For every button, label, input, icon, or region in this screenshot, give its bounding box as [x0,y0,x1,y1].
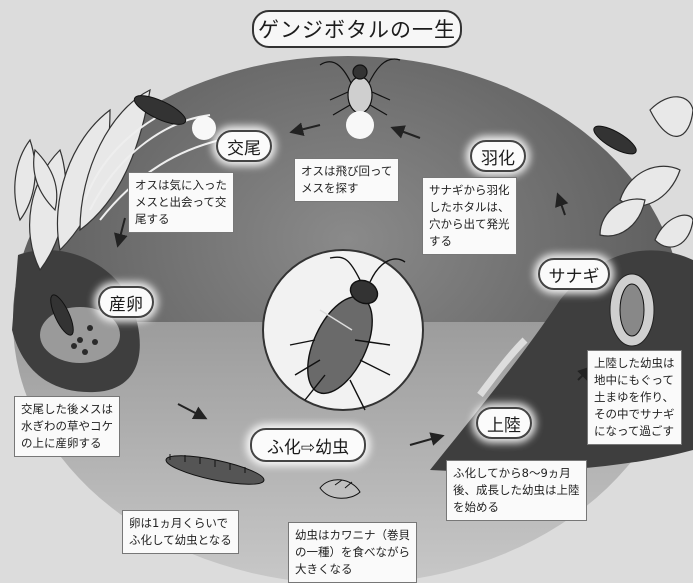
pupa [619,283,645,337]
note-mating: オスは気に入った メスと出会って交 尾する [128,172,234,233]
note-landing: ふ化してから8～9ヵ月 後、成長した幼虫は上陸 を始める [446,460,587,521]
note-line: になって過ごす [594,424,675,438]
note-line: ふ化してから8～9ヵ月 [453,466,571,480]
snail-kawanina [319,479,361,499]
note-line: 土まゆを作り、 [594,390,675,404]
stage-landing-label: 上陸 [476,407,532,439]
stage-egg-laying-label: 産卵 [98,286,154,318]
stage-emergence-label: 羽化 [470,140,526,172]
mating-fireflies [133,95,187,125]
note-line: オスは飛び回って [301,164,393,178]
note-line: を始める [453,500,499,514]
note-line: 尾する [135,212,170,226]
note-line: 幼虫はカワニナ（巻貝 [295,528,410,542]
emerged-firefly [593,125,637,155]
stage-hatch-larva-label: ふ化⇨幼虫 [250,428,366,462]
note-flying-male: オスは飛び回って メスを探す [294,158,400,202]
note-line: オスは気に入った [135,178,227,192]
note-line: 卵は1ヵ月くらいで [129,516,228,530]
note-line: の一種）を食べながら [295,545,410,559]
adult-firefly [289,256,406,411]
landing-larva [477,337,528,398]
note-line: 穴から出て発光 [429,217,510,231]
note-larva: 幼虫はカワニナ（巻貝 の一種）を食べながら 大きくなる [288,522,417,583]
firefly-glow [346,111,374,139]
note-line: 水ぎわの草やコケ [21,419,113,433]
note-line: の上に産卵する [21,436,102,450]
flying-firefly [319,58,401,116]
stage-mating-label: 交尾 [216,130,272,162]
egg-laying-firefly [50,294,74,336]
eggs [67,325,98,355]
note-pupa: 上陸した幼虫は 地中にもぐって 土まゆを作り、 その中でサナギ になって過ごす [587,350,682,445]
note-egg-laying: 交尾した後メスは 水ぎわの草やコケ の上に産卵する [14,396,120,457]
title: ゲンジボタルの一生 [252,10,462,48]
note-line: メスを探す [301,181,359,195]
note-emergence: サナギから羽化 したホタルは、 穴から出て発光 する [422,177,517,255]
note-line: 上陸した幼虫は [594,356,675,370]
mating-glow [192,116,216,140]
note-line: 後、成長した幼虫は上陸 [453,483,580,497]
note-hatch: 卵は1ヵ月くらいで ふ化して幼虫となる [122,510,239,554]
note-line: 大きくなる [295,562,353,576]
note-line: したホタルは、 [429,200,510,214]
note-line: ふ化して幼虫となる [129,533,232,547]
note-line: 交尾した後メスは [21,402,113,416]
note-line: 地中にもぐって [594,373,674,387]
note-line: する [429,234,452,248]
stage-pupa-label: サナギ [538,258,610,290]
note-line: サナギから羽化 [429,183,510,197]
note-line: メスと出会って交 [135,195,227,209]
note-line: その中でサナギ [594,407,675,421]
larva-underwater [165,454,265,485]
